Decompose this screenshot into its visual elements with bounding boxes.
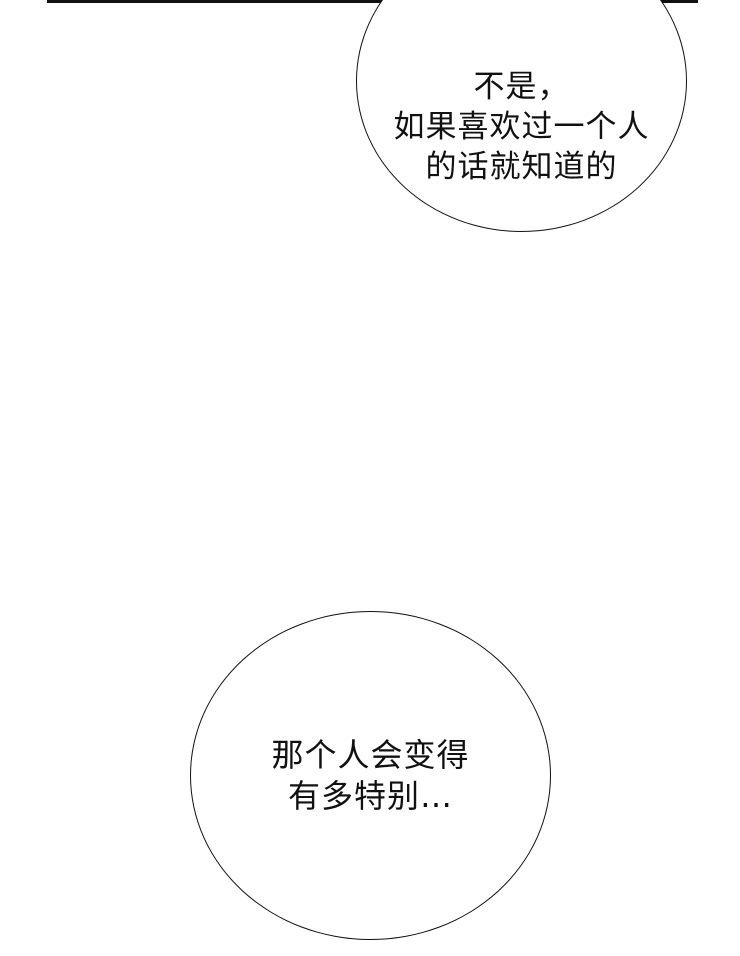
speech-bubble-top: 不是， 如果喜欢过一个人 的话就知道的 <box>356 0 687 232</box>
speech-bubble-text: 不是， 如果喜欢过一个人 的话就知道的 <box>394 0 650 187</box>
dialogue-line: 的话就知道的 <box>425 149 618 185</box>
dialogue-line: 如果喜欢过一个人 <box>393 109 650 145</box>
dialogue-line: 那个人会变得 <box>271 735 470 774</box>
dialogue-line: 不是， <box>473 69 570 105</box>
dialogue-line: 有多特别… <box>287 776 453 815</box>
speech-bubble-bottom: 那个人会变得 有多特别… <box>190 611 551 940</box>
speech-bubble-text: 那个人会变得 有多特别… <box>271 735 469 817</box>
panel-border-top <box>47 0 698 3</box>
